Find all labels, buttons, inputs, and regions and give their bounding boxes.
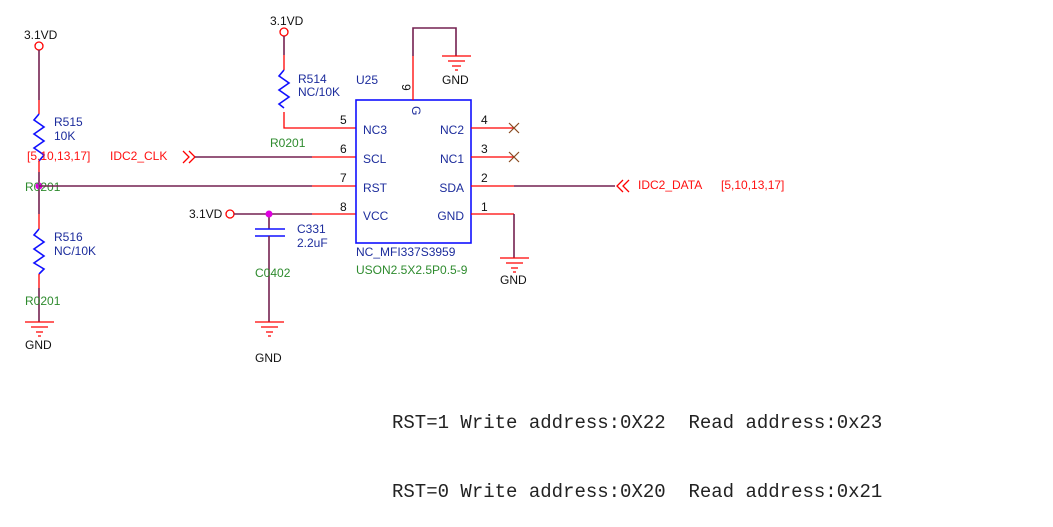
data-page-refs: [5,10,13,17] <box>721 178 784 192</box>
net-label-idc2-clk: IDC2_CLK <box>110 149 167 163</box>
r516-footprint: R0201 <box>25 294 61 308</box>
write-address: Write address:0X20 <box>460 481 666 503</box>
r514-ref: R514 <box>298 72 327 86</box>
pin-number-9: 9 <box>399 84 413 91</box>
pin-name: NC3 <box>363 123 387 137</box>
offpage-connector-data <box>616 179 630 193</box>
ground-symbol-cap <box>255 321 284 337</box>
pin-number: 8 <box>340 200 347 214</box>
pin-number: 5 <box>340 113 347 127</box>
read-address: Read address:0x23 <box>688 412 883 434</box>
pin-name: VCC <box>363 209 389 223</box>
ground-symbol-left <box>25 321 54 337</box>
r514-value: NC/10K <box>298 85 340 99</box>
c331-ref: C331 <box>297 222 326 236</box>
pin-name: GND <box>437 209 464 223</box>
address-notes: RST=1 Write address:0X22 Read address:0x… <box>392 366 882 527</box>
r515-value: 10K <box>54 129 75 143</box>
r514-resistor <box>277 69 291 109</box>
pin-number: 4 <box>481 113 488 127</box>
pin-name: NC2 <box>440 123 464 137</box>
r516-resistor <box>32 228 46 275</box>
power-port-3v1-vcc <box>225 209 235 219</box>
net-label-idc2-data: IDC2_DATA <box>638 178 702 192</box>
r515-ref: R515 <box>54 115 83 129</box>
pin-number: 2 <box>481 171 488 185</box>
power-label: 3.1VD <box>189 207 223 221</box>
read-address: Read address:0x21 <box>688 481 883 503</box>
pin-name: RST <box>363 181 388 195</box>
c331-footprint: C0402 <box>255 266 291 280</box>
pin-number: 1 <box>481 200 488 214</box>
ground-symbol-pin1 <box>500 257 529 273</box>
ground-label: GND <box>442 73 469 87</box>
power-port-3v1-left <box>34 41 44 51</box>
r514-footprint: R0201 <box>270 136 306 150</box>
power-label: 3.1VD <box>270 14 304 28</box>
pin-name: NC1 <box>440 152 464 166</box>
pin-name: SCL <box>363 152 387 166</box>
junction-dot <box>265 210 273 218</box>
u25-ref: U25 <box>356 73 378 87</box>
power-label: 3.1VD <box>24 28 58 42</box>
ground-symbol-pin9 <box>442 55 471 71</box>
c331-value: 2.2uF <box>297 236 328 250</box>
u25-footprint: USON2.5X2.5P0.5-9 <box>356 263 468 277</box>
note-row: RST=1 Write address:0X22 Read address:0x… <box>392 412 882 435</box>
schematic: 3.1VD R515 10K [5,10,13,17] R0201 R516 N… <box>24 14 784 365</box>
pin-number: 3 <box>481 142 488 156</box>
ground-label: GND <box>25 338 52 352</box>
pin-number: 6 <box>340 142 347 156</box>
note-row: RST=0 Write address:0X20 Read address:0x… <box>392 481 882 504</box>
r515-resistor <box>32 113 46 162</box>
rst-state: RST=0 <box>392 481 450 503</box>
rst-state: RST=1 <box>392 412 450 434</box>
r516-value: NC/10K <box>54 244 96 258</box>
r516-ref: R516 <box>54 230 83 244</box>
u25-part: NC_MFI337S3959 <box>356 245 456 259</box>
clk-page-refs: [5,10,13,17] <box>27 149 90 163</box>
pin-name: SDA <box>439 181 464 195</box>
c331-capacitor <box>255 228 285 237</box>
power-port-3v1-r514 <box>279 27 289 37</box>
r515-footprint: R0201 <box>25 180 61 194</box>
no-connect-marks <box>508 122 520 163</box>
ground-label: GND <box>500 273 527 287</box>
ground-label: GND <box>255 351 282 365</box>
offpage-connector-clk <box>182 150 196 164</box>
pin-number: 7 <box>340 171 347 185</box>
pin-name-g: G <box>409 106 423 115</box>
write-address: Write address:0X22 <box>460 412 666 434</box>
